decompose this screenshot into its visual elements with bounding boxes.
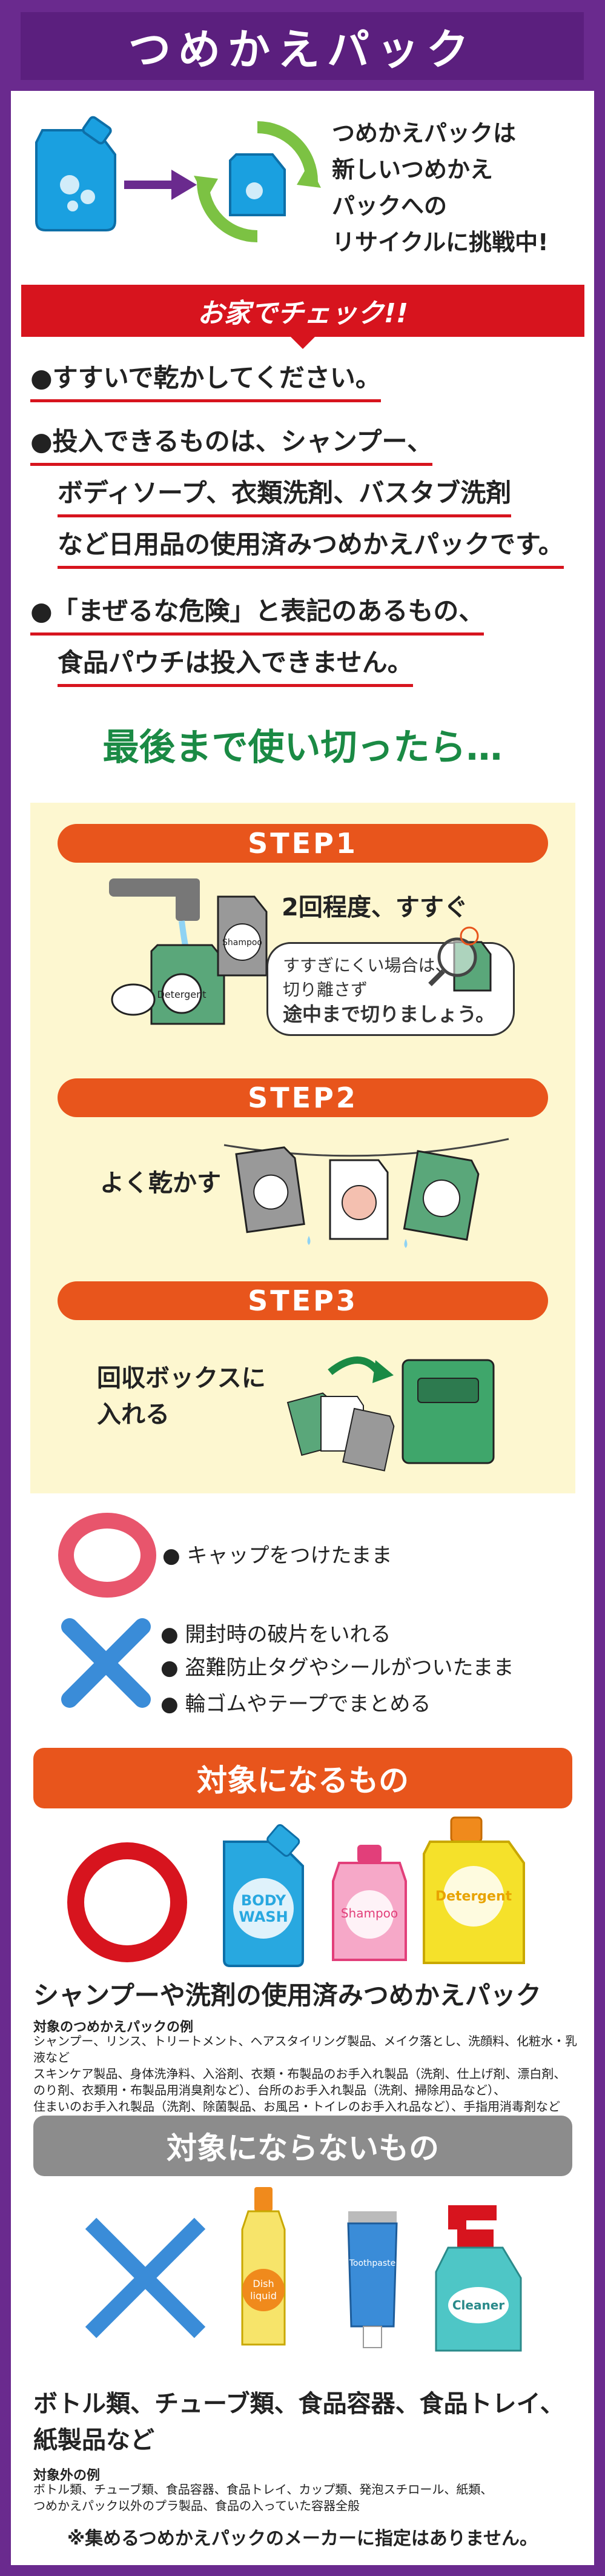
title-box: つめかえパック xyxy=(21,12,584,80)
example-line: シャンプー、リンス、トリートメント、ヘアスタイリング製品、メイク落とし、洗顔料、… xyxy=(33,2034,577,2065)
check-item: 食品パウチは投入できません。 xyxy=(58,642,413,687)
example-line: 住まいのお手入れ製品（洗剤、除菌製品、お風呂・トイレのお手入れ品など）、手指用消… xyxy=(33,2099,560,2114)
step-3-line: 回収ボックスに xyxy=(97,1364,266,1392)
target-examples: シャンプー、リンス、トリートメント、ヘアスタイリング製品、メイク落とし、洗顔料、… xyxy=(33,2033,578,2115)
bag-label-liquid: liquid xyxy=(250,2290,277,2302)
tip-line: 切り離さず xyxy=(283,980,368,1000)
target-examples-head: 対象のつめかえパックの例 xyxy=(33,2020,194,2035)
ng-rule: ● 盗難防止タグやシールがついたまま xyxy=(160,1656,514,1680)
shampoo-pack-icon: Shampoo xyxy=(217,895,268,977)
ng-cross-icon xyxy=(61,1618,151,1708)
bag-label-detergent: Detergent xyxy=(157,989,207,1000)
check-item: など日用品の使用済みつめかえパックです。 xyxy=(58,524,564,569)
example-line: ボトル類、チューブ類、食品容器、食品トレイ、カップ類、発泡スチロール、紙類、 xyxy=(33,2482,493,2497)
step-2-text: よく乾かす xyxy=(100,1169,221,1197)
magnifier-icon xyxy=(428,926,492,992)
arrow-right-icon xyxy=(124,170,197,200)
bag-label-detergent: Detergent xyxy=(435,1889,512,1904)
non-target-examples: ボトル類、チューブ類、食品容器、食品トレイ、カップ類、発泡スチロール、紙類、 つ… xyxy=(33,2481,578,2514)
intro-line: パックへの xyxy=(332,193,448,219)
check-item: ●すすいで乾かしてください。 xyxy=(30,357,381,402)
check-banner-text: お家でチェック!! xyxy=(197,298,409,329)
step-1-text: 2回程度、すすぐ xyxy=(282,894,468,921)
cleaner-spray-icon: Cleaner xyxy=(435,2205,522,2352)
check-item: ボディソープ、衣類洗剤、バスタブ洗剤 xyxy=(58,473,512,517)
refill-pack-icon xyxy=(35,116,116,231)
dish-bottle-icon: Dish liquid xyxy=(241,2187,286,2346)
collection-box-icon xyxy=(286,1356,495,1472)
intro-line: つめかえパックは xyxy=(332,120,517,147)
tip-bubble: すすぎにくい場合は、 切り離さず 途中まで切りましょう。 xyxy=(266,942,515,1036)
example-line: スキンケア製品、身体洗浄料、入浴剤、衣類・布製品のお手入れ製品（洗剤、仕上げ剤、… xyxy=(33,2066,566,2081)
step-1-pill: STEP1 xyxy=(58,824,548,863)
tip-line: 途中まで切りましょう。 xyxy=(283,1003,495,1026)
tip-line: すすぎにくい場合は、 xyxy=(283,955,452,975)
bag-label-shampoo: Shampoo xyxy=(222,938,262,948)
bag-label-shampoo: Shampoo xyxy=(341,1906,398,1920)
non-target-caption-1: ボトル類、チューブ類、食品容器、食品トレイ、 xyxy=(33,2390,564,2418)
bag-label-cleaner: Cleaner xyxy=(452,2298,504,2312)
bag-label-wash: WASH xyxy=(239,1908,288,1925)
check-item: ●「まぜるな危険」と表記のあるもの、 xyxy=(30,591,484,636)
intro-line: リサイクルに挑戦中! xyxy=(332,229,549,256)
detergent-pack-icon: Detergent xyxy=(423,1816,525,1964)
non-target-examples-head: 対象外の例 xyxy=(33,2468,101,2483)
check-banner: お家でチェック!! xyxy=(21,285,584,337)
ok-circle-icon xyxy=(58,1513,156,1598)
ng-rule: ● 開封時の破片をいれる xyxy=(160,1622,391,1647)
ng-rule: ● 輪ゴムやテープでまとめる xyxy=(160,1692,431,1716)
bag-label-toothpaste: Toothpaste xyxy=(349,2259,396,2268)
banner-pointer xyxy=(289,336,316,349)
non-target-pill: 対象にならないもの xyxy=(33,2116,572,2176)
target-circle-icon xyxy=(67,1842,187,1962)
footer-note: ※集めるつめかえパックのメーカーに指定はありません。 xyxy=(67,2528,538,2549)
shampoo-pouch-icon: Shampoo xyxy=(332,1845,407,1961)
step-3-pill: STEP3 xyxy=(58,1281,548,1320)
bag-label-dish: Dish xyxy=(253,2278,274,2289)
step-2-pill: STEP2 xyxy=(58,1078,548,1117)
bodywash-pack-icon: BODY WASH xyxy=(223,1824,304,1967)
intro-text: つめかえパックは 新しいつめかえ パックへの リサイクルに挑戦中! xyxy=(332,115,586,261)
non-target-cross-icon xyxy=(85,2217,206,2339)
bag-label-body: BODY xyxy=(241,1892,286,1909)
intro-line: 新しいつめかえ xyxy=(332,156,494,183)
step-3-line: 入れる xyxy=(97,1401,170,1429)
example-line: つめかえパック以外のプラ製品、食品の入っていた容器全般 xyxy=(33,2498,360,2513)
recycle-pack-icon xyxy=(194,121,321,242)
check-item: ●投入できるものは、シャンプー、 xyxy=(30,421,433,466)
non-target-caption-2: 紙製品など xyxy=(33,2426,154,2454)
faucet-rinse-icon: Detergent xyxy=(109,878,225,1025)
page-title: つめかえパック xyxy=(128,24,476,75)
drying-packs-icon xyxy=(223,1138,509,1248)
section-heading: 最後まで使い切ったら… xyxy=(102,726,503,769)
example-line: のり剤、衣類用・布製品用消臭剤など）、台所のお手入れ製品（洗剤、掃除用品など）、 xyxy=(33,2083,506,2097)
ok-rule: ● キャップをつけたまま xyxy=(162,1544,392,1568)
step-3-text: 回収ボックスに 入れる xyxy=(97,1360,266,1433)
target-pill: 対象になるもの xyxy=(33,1748,572,1808)
toothpaste-tube-icon: Toothpaste xyxy=(347,2211,398,2348)
target-caption: シャンプーや洗剤の使用済みつめかえパック xyxy=(33,1980,541,2010)
